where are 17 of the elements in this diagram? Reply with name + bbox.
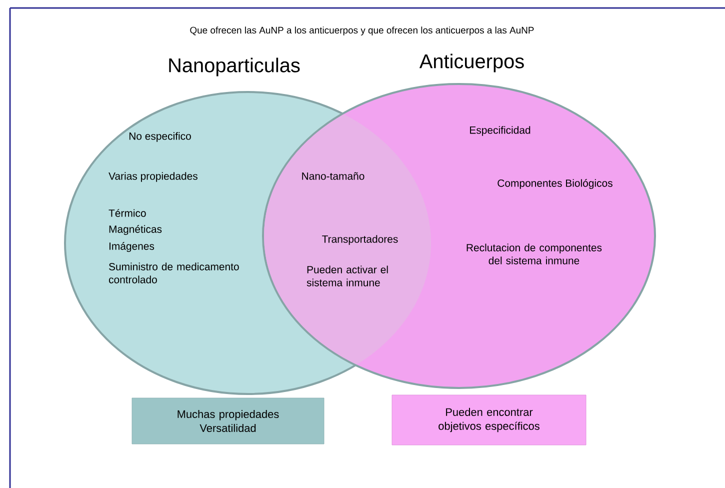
circle-text: Componentes Biológicos (498, 179, 612, 189)
circle-text: Suministro de medicamento controlado (108, 262, 239, 284)
overlap-text: Transportadores (322, 235, 398, 245)
circle-heading: Nanoparticulas (169, 58, 300, 76)
circle-heading: Anticuerpos (419, 54, 524, 72)
circle-text: Térmico (108, 209, 146, 217)
circle-text: Especificidad (470, 126, 530, 136)
text-box: Muchas propiedades Versatilidad (132, 398, 324, 444)
circle-text: Imágenes (110, 242, 154, 252)
circle-text: Magnéticas (109, 225, 162, 235)
circle-text: Varias propiedades (108, 172, 198, 182)
overlap-text: Pueden activar el sistema inmune (306, 266, 388, 286)
diagram-title: Que ofrecen las AuNP a los anticuerpos y que ofrecen los anticuerpos a las AuNP (190, 26, 534, 36)
circle-text: No especifico (129, 132, 191, 142)
overlap-text: Nano-tamaño (302, 172, 364, 180)
circle-text: Reclutacion de componentes del sistema inmune (466, 244, 602, 264)
text-box: Pueden encontrar objetivos específicos (392, 394, 586, 446)
